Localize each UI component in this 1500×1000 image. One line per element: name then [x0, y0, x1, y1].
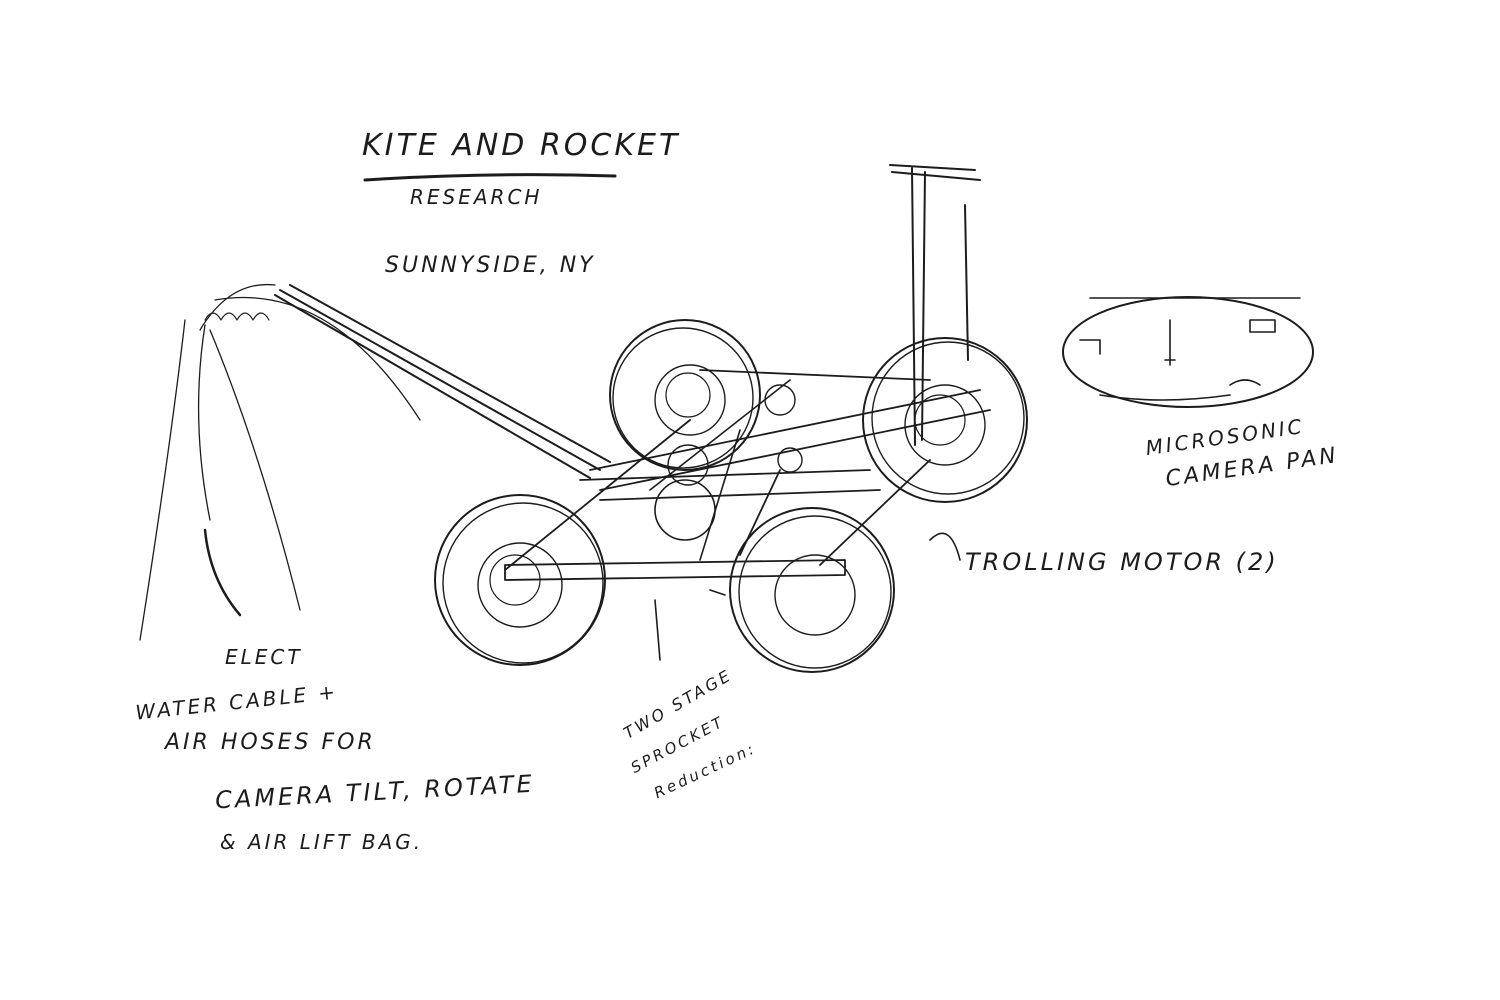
- wheels: [434, 319, 1028, 673]
- cable-note-5: & Air Lift Bag.: [220, 830, 424, 854]
- wheel-rear-left: [609, 319, 761, 471]
- camera-mast: [889, 164, 981, 446]
- cable-note-1: Elect: [225, 645, 303, 669]
- chassis-frame: [504, 369, 991, 661]
- location: Sunnyside, NY: [385, 253, 596, 278]
- title-underline: [363, 173, 617, 182]
- boom-arm: [139, 283, 611, 641]
- title: Kite and Rocket: [362, 128, 681, 163]
- camera-pan-capsule: [1062, 296, 1314, 408]
- trolling-motor-label: Trolling motor (2): [965, 548, 1279, 576]
- wheel-rear-right: [862, 337, 1028, 503]
- wheel-front-right: [729, 507, 895, 673]
- wheel-front-left: [434, 494, 606, 666]
- subtitle: Research: [410, 185, 543, 209]
- cable-note-3: Air Hoses for: [165, 730, 376, 755]
